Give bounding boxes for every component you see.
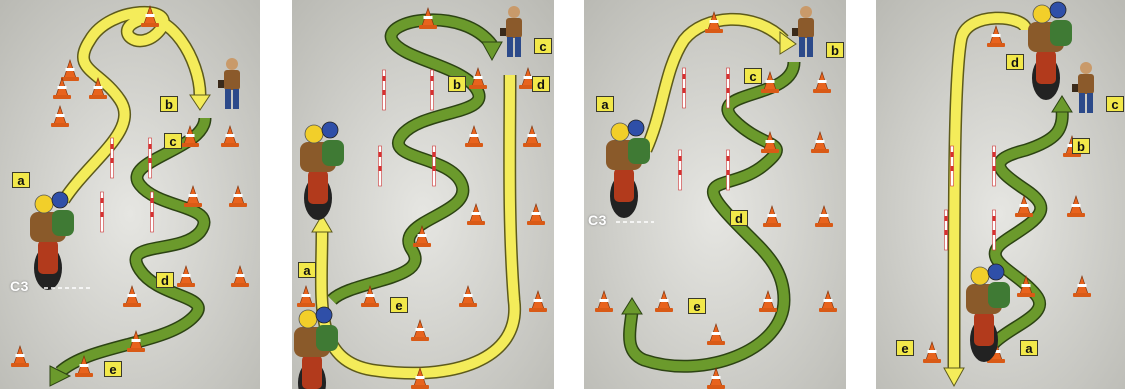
pole-icon <box>993 210 996 250</box>
label-c: c <box>164 133 182 149</box>
pole-icon <box>379 146 382 186</box>
label-e: e <box>390 297 408 313</box>
label-b: b <box>826 42 844 58</box>
pole-icon <box>945 210 948 250</box>
diagram-panel-4: b c d e a <box>876 0 1125 389</box>
pole-icon <box>151 192 154 232</box>
panel-3-scene <box>584 0 846 389</box>
label-a: a <box>298 262 316 278</box>
label-a: a <box>1020 340 1038 356</box>
pole-icon <box>727 150 730 190</box>
pole-icon <box>383 70 386 110</box>
pole-icon <box>101 192 104 232</box>
diagram-panel-1: a b c d e C3 <box>0 0 260 389</box>
label-e: e <box>104 361 122 377</box>
pole-icon <box>111 138 114 178</box>
pole-icon <box>993 146 996 186</box>
marker-c3: C3 <box>588 212 607 228</box>
label-d: d <box>730 210 748 226</box>
label-e: e <box>896 340 914 356</box>
panel-4-scene <box>876 0 1125 389</box>
label-d: d <box>156 272 174 288</box>
panel-2-scene <box>292 0 554 389</box>
pole-icon <box>431 70 434 110</box>
label-b: b <box>1072 138 1090 154</box>
diagram-panel-2: a b c d e <box>292 0 554 389</box>
label-b: b <box>448 76 466 92</box>
pole-icon <box>433 146 436 186</box>
label-a: a <box>596 96 614 112</box>
pole-icon <box>679 150 682 190</box>
pole-icon <box>683 68 686 108</box>
label-c: c <box>744 68 762 84</box>
label-d: d <box>532 76 550 92</box>
label-c: c <box>1106 96 1124 112</box>
pole-icon <box>951 146 954 186</box>
pole-icon <box>149 138 152 178</box>
label-d: d <box>1006 54 1024 70</box>
diagram-panel-3: a b c d e C3 <box>584 0 846 389</box>
pole-icon <box>727 68 730 108</box>
label-c: c <box>534 38 552 54</box>
label-b: b <box>160 96 178 112</box>
label-a: a <box>12 172 30 188</box>
label-e: e <box>688 298 706 314</box>
panel-1-scene <box>0 0 260 389</box>
marker-c3: C3 <box>10 278 29 294</box>
